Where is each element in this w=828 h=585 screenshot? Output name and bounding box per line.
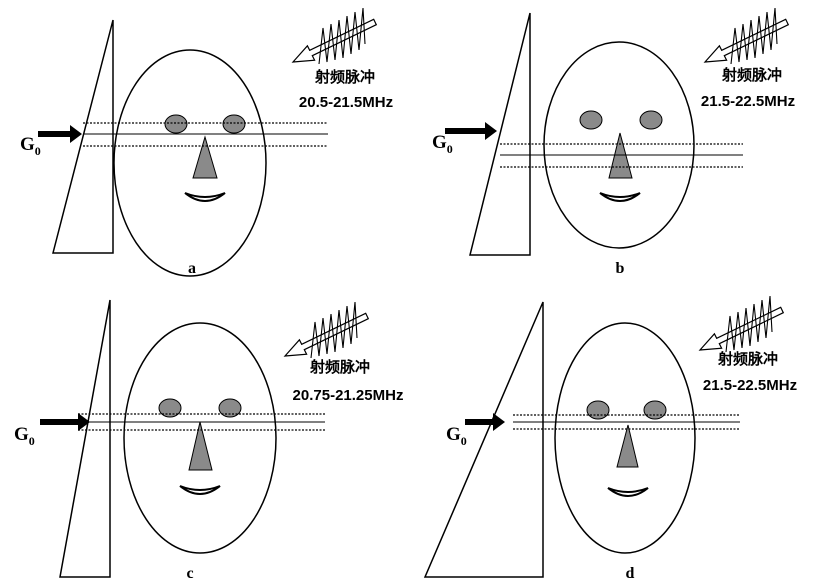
right-eye [643,400,667,420]
gradient-wedge [52,19,114,254]
gradient-arrow-icon [465,413,505,431]
panel-a: G0 射频脉冲 20.5-21.5MHz a [20,7,393,277]
rf-frequency-range: 20.5-21.5MHz [299,94,393,111]
gradient-label: G0 [432,132,453,156]
rf-pulse-icon [704,7,789,65]
gradient-wedge [469,12,531,256]
rf-frequency-range: 20.75-21.25MHz [293,387,404,404]
head-outline [543,41,695,249]
right-eye [218,398,242,418]
nose [192,135,218,179]
gradient-label: G0 [446,424,467,448]
rf-pulse-icon [699,295,784,353]
rf-frequency-range: 21.5-22.5MHz [701,93,795,110]
gradient-arrow-icon [445,122,497,140]
panel-d: G0 射频脉冲 21.5-22.5MHz d [423,295,797,582]
gradient-arrow-icon [38,125,82,143]
right-eye [639,110,663,130]
left-eye [579,110,603,130]
gradient-label: G0 [20,134,41,158]
mouth [607,487,649,497]
rf-pulse-title: 射频脉冲 [717,350,778,368]
mouth [599,192,641,202]
left-eye [158,398,182,418]
panel-c: G0 射频脉冲 20.75-21.25MHz c [14,299,404,582]
rf-pulse-title: 射频脉冲 [314,68,375,86]
right-eye [222,114,246,134]
left-eye [164,114,188,134]
rf-pulse-icon [292,7,377,65]
head-outline [554,322,696,554]
head-outline [113,49,267,277]
rf-pulse-title: 射频脉冲 [309,358,370,376]
mouth [179,485,221,495]
gradient-label: G0 [14,424,35,448]
left-eye [586,400,610,420]
gradient-arrow-icon [40,413,90,431]
panel-label: c [186,565,193,582]
gradient-wedge [59,299,111,578]
panel-b: G0 射频脉冲 21.5-22.5MHz b [432,7,795,277]
gradient-wedge [423,301,544,578]
panel-label: b [616,260,625,277]
rf-pulse-icon [284,301,369,359]
head-outline [123,322,277,554]
nose [188,421,213,471]
rf-pulse-title: 射频脉冲 [721,66,782,84]
mouth [184,192,226,202]
panel-label: d [626,565,635,582]
panel-label: a [188,260,196,277]
nose [616,424,639,468]
rf-frequency-range: 21.5-22.5MHz [703,377,797,394]
